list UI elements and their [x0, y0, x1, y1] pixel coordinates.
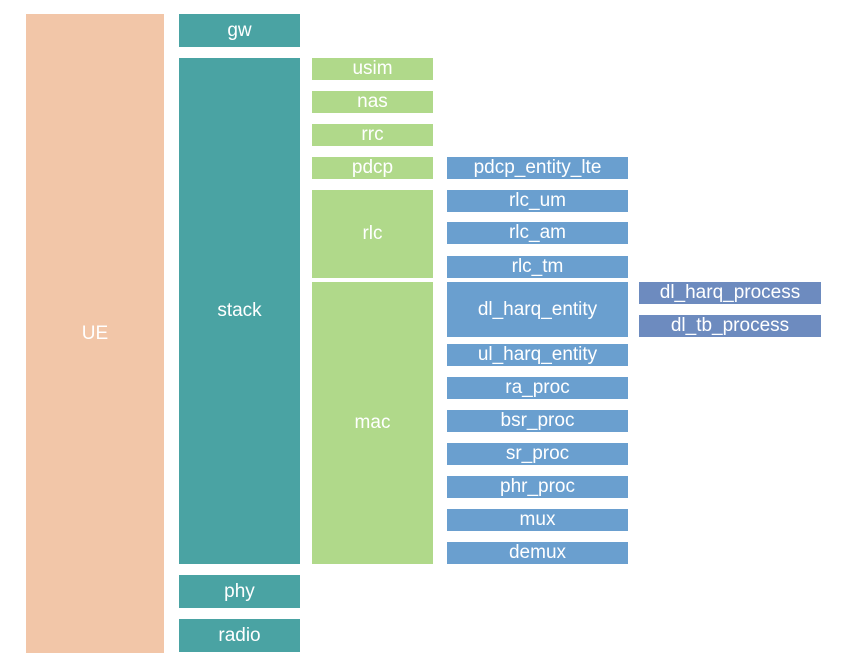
ue-block: UE — [26, 14, 164, 653]
dl-harq-process-block: dl_harq_process — [639, 282, 821, 304]
sr-proc-block: sr_proc — [447, 443, 628, 465]
demux-block: demux — [447, 542, 628, 564]
rlc-block: rlc — [312, 190, 433, 278]
radio-block: radio — [179, 619, 300, 652]
mac-block: mac — [312, 282, 433, 564]
pdcp-entity-lte-block: pdcp_entity_lte — [447, 157, 628, 179]
ul-harq-entity-block: ul_harq_entity — [447, 344, 628, 366]
phy-block: phy — [179, 575, 300, 608]
stack-block: stack — [179, 58, 300, 564]
rlc-tm-block: rlc_tm — [447, 256, 628, 278]
pdcp-block: pdcp — [312, 157, 433, 179]
dl-harq-entity-block: dl_harq_entity — [447, 282, 628, 337]
nas-block: nas — [312, 91, 433, 113]
bsr-proc-block: bsr_proc — [447, 410, 628, 432]
gw-block: gw — [179, 14, 300, 47]
phr-proc-block: phr_proc — [447, 476, 628, 498]
usim-block: usim — [312, 58, 433, 80]
rlc-am-block: rlc_am — [447, 222, 628, 244]
rrc-block: rrc — [312, 124, 433, 146]
rlc-um-block: rlc_um — [447, 190, 628, 212]
dl-tb-process-block: dl_tb_process — [639, 315, 821, 337]
mux-block: mux — [447, 509, 628, 531]
ra-proc-block: ra_proc — [447, 377, 628, 399]
